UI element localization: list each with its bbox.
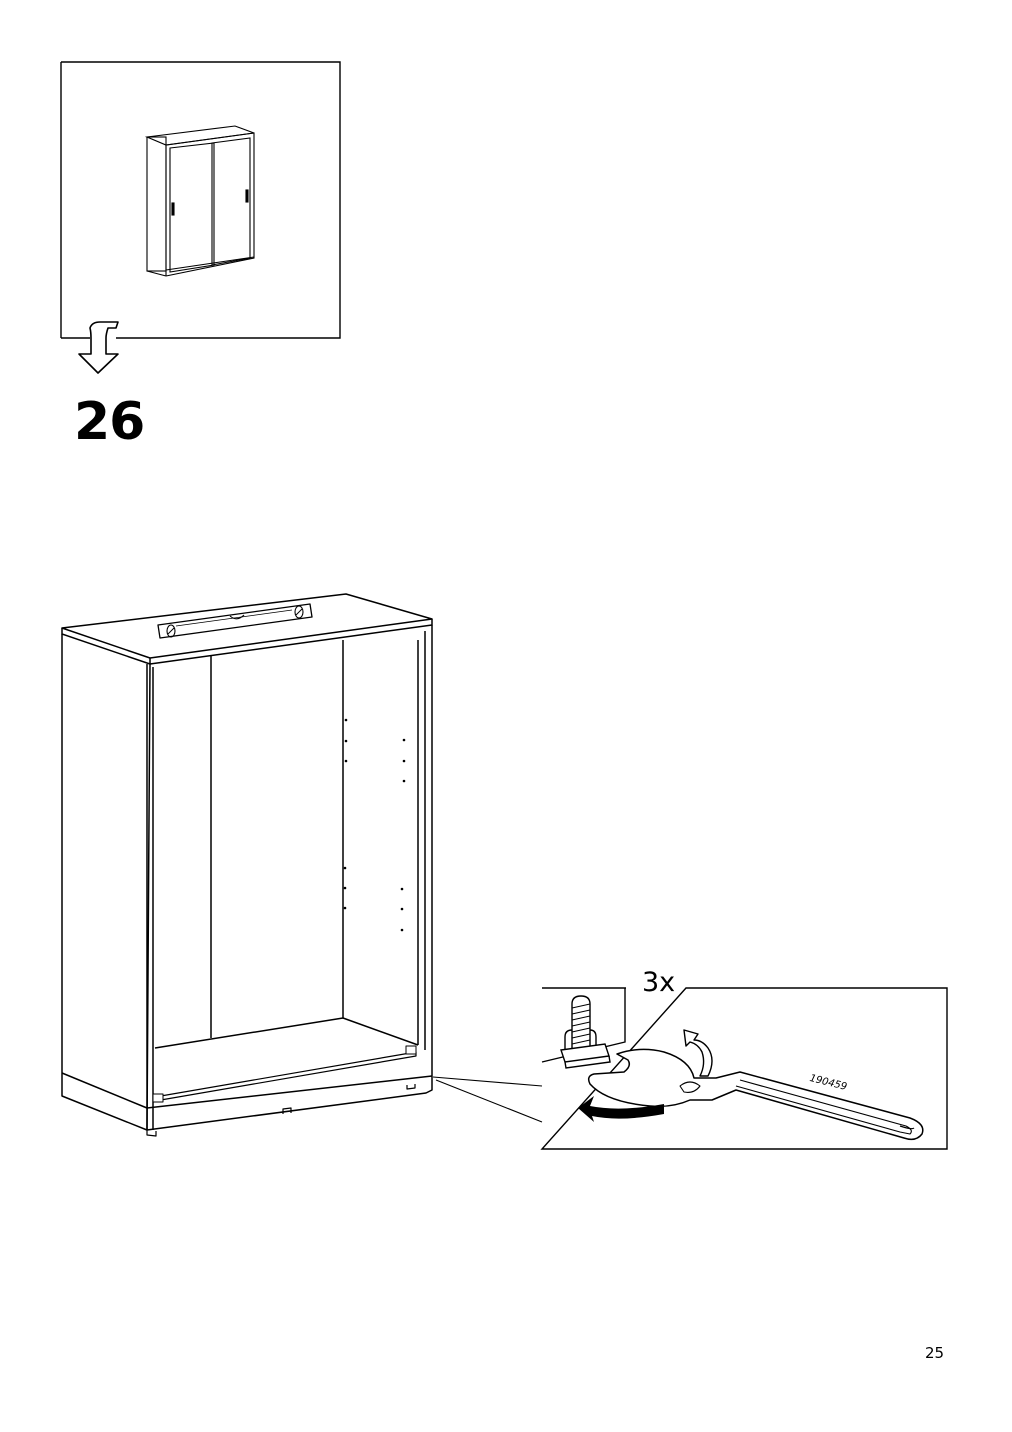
detail-frame (540, 987, 948, 1150)
flip-arrow-icon (78, 321, 119, 374)
callout-leader (432, 1076, 543, 1123)
overview-frame (60, 61, 341, 339)
lift-arrow-icon (683, 1029, 713, 1077)
cabinet-illustration (61, 593, 433, 1137)
shelf-holes (343, 718, 406, 932)
page-number: 25 (925, 1344, 945, 1362)
wardrobe-thumbnail (144, 125, 255, 277)
wrench-tool (587, 1048, 924, 1141)
rotate-counterclockwise-arrow-icon (578, 1096, 664, 1122)
step-number: 26 (74, 392, 145, 452)
quantity-label: 3x (640, 967, 678, 998)
detail-foot (541, 988, 626, 1069)
